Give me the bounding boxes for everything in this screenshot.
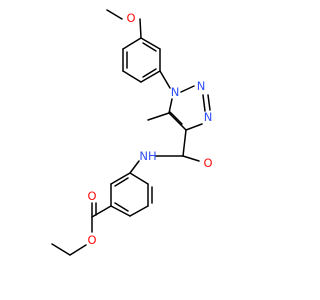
bond: [140, 70, 161, 83]
atom-label-oxygen: O: [87, 189, 96, 203]
bond: [114, 177, 129, 187]
bond: [147, 112, 170, 121]
bonds: [51, 9, 211, 256]
atom-label-oxygen: O: [203, 156, 212, 170]
bond: [159, 70, 171, 89]
bond: [202, 94, 206, 112]
bond: [142, 68, 157, 78]
bond: [122, 37, 142, 50]
bond: [106, 9, 123, 20]
bond: [142, 42, 157, 52]
atom-label-nitrogen: N: [197, 79, 206, 93]
bond: [91, 205, 112, 218]
atom-label-nitrogen: N: [171, 85, 180, 99]
bond: [110, 172, 131, 185]
bond: [182, 155, 200, 162]
bond: [140, 37, 161, 50]
atom-labels: O N N N O NH O O: [87, 11, 212, 247]
atom-label-nitrogen: N: [204, 110, 213, 124]
bond: [129, 205, 149, 217]
bond: [51, 243, 71, 256]
molecule-diagram: O N N N O NH O O: [51, 9, 213, 256]
structure-svg: O N N N O NH O O: [51, 9, 213, 256]
bond: [182, 129, 187, 157]
bond: [110, 205, 131, 217]
bond: [180, 85, 195, 93]
bond: [129, 160, 140, 174]
bond: [207, 94, 211, 111]
bond: [114, 202, 129, 212]
bond: [169, 111, 183, 125]
bond: [122, 70, 142, 83]
bond: [129, 172, 149, 185]
bond: [139, 18, 142, 39]
bond: [168, 98, 173, 114]
bond: [69, 244, 87, 256]
atom-label-nh: NH: [139, 149, 156, 163]
atom-label-oxygen: O: [126, 11, 135, 25]
atom-label-oxygen: O: [87, 233, 96, 247]
bond: [185, 123, 203, 131]
bond: [168, 112, 187, 131]
